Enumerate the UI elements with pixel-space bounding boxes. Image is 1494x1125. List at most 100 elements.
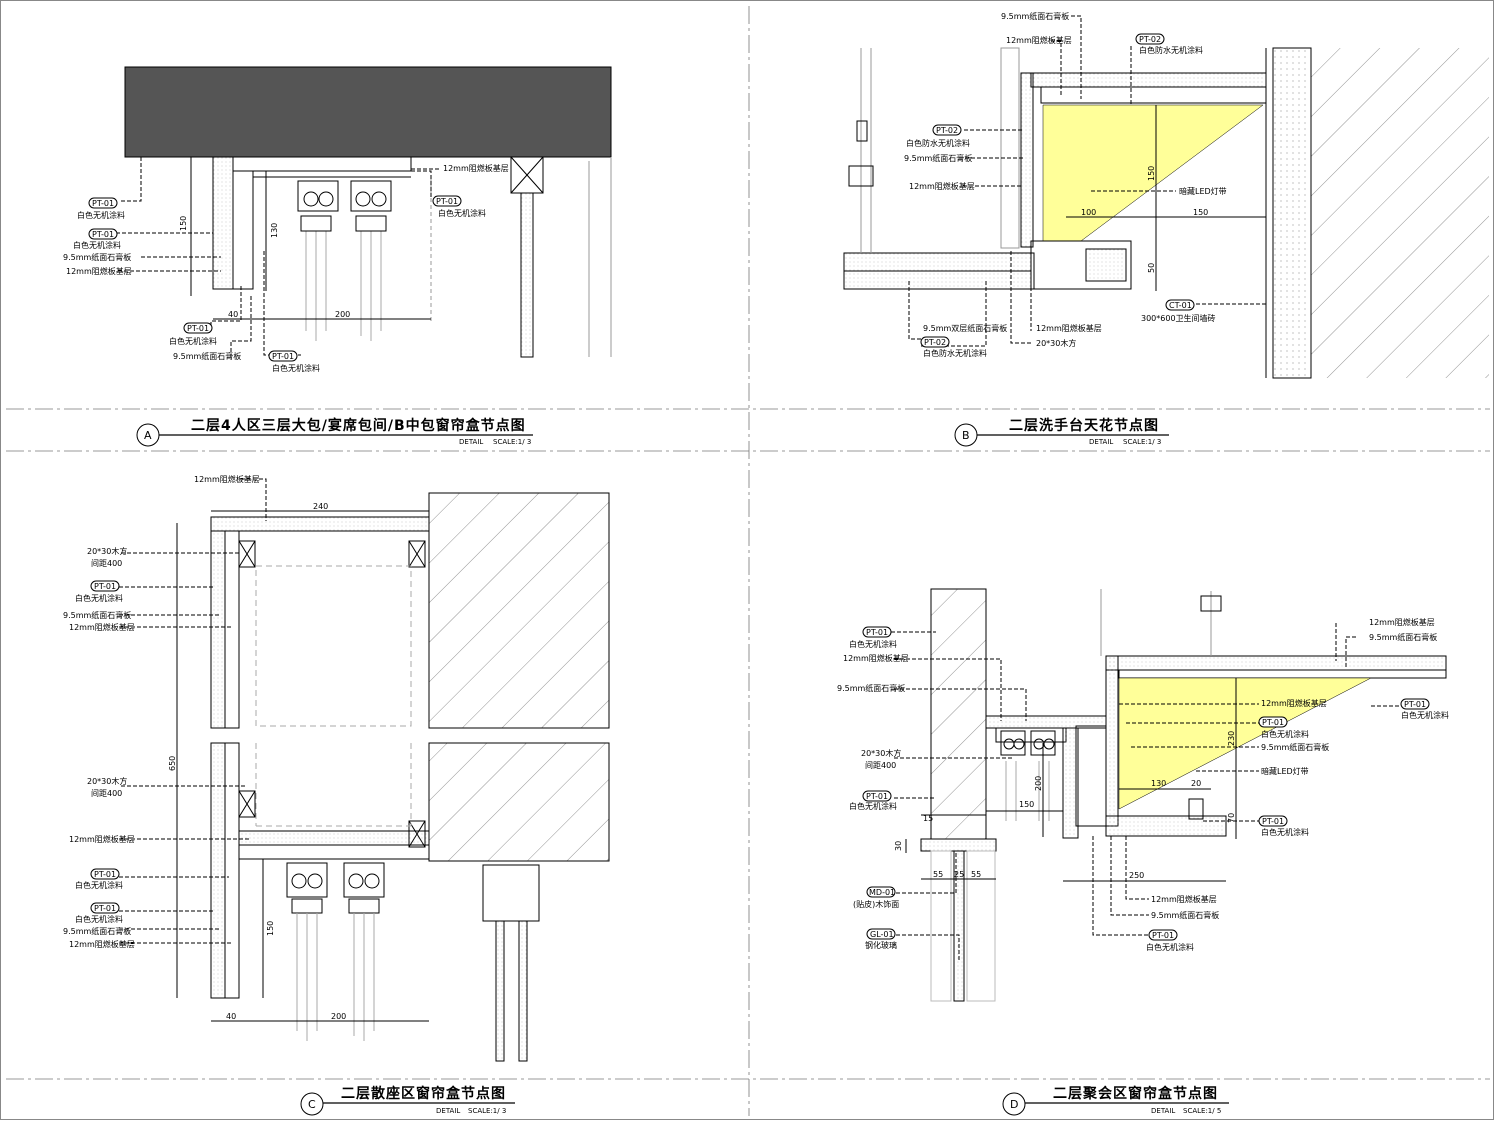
svg-text:PT-01: PT-01 xyxy=(272,352,294,361)
label-c-u4: 12mm阻燃板基层 xyxy=(69,622,135,632)
label-c-m1b: 间距400 xyxy=(91,789,122,798)
dim-b-100: 100 xyxy=(1081,208,1096,217)
panel-title-b: 二层洗手台天花节点图 xyxy=(1009,417,1159,434)
svg-text:PT-01: PT-01 xyxy=(866,792,888,801)
leaders-d xyxy=(891,623,1401,961)
svg-text:PT-02: PT-02 xyxy=(936,126,958,135)
label-b-b1: 9.5mm双层纸面石膏板 xyxy=(923,323,1007,333)
window-glass xyxy=(520,192,534,358)
panel-letter-a: A xyxy=(144,429,152,442)
svg-text:白色无机涂料: 白色无机涂料 xyxy=(849,639,897,649)
label-c-u3: 9.5mm纸面石膏板 xyxy=(63,610,131,620)
label-d-i3: 9.5mm纸面石膏板 xyxy=(1261,742,1329,752)
svg-text:白色无机涂料: 白色无机涂料 xyxy=(75,593,123,603)
callout-d-r3: PT-01 白色无机涂料 xyxy=(1400,698,1449,720)
label-d-i4: 暗藏LED灯带 xyxy=(1261,766,1309,776)
label-c-u1a: 20*30木方 xyxy=(87,546,127,556)
label-d-l4b: 间距400 xyxy=(865,761,896,770)
label-a-gypsum-2: 9.5mm纸面石膏板 xyxy=(173,351,241,361)
callout-c-u2: PT-01 白色无机涂料 xyxy=(75,580,123,603)
dim-d-230: 230 xyxy=(1227,731,1236,746)
title-block-d[interactable]: D 二层聚会区窗帘盒节点图 DETAIL SCALE:1/ 5 xyxy=(1002,1085,1229,1116)
label-d-l4a: 20*30木方 xyxy=(861,748,901,758)
callout-c-m3: PT-01 白色无机涂料 xyxy=(75,868,123,890)
svg-text:白色无机涂料: 白色无机涂料 xyxy=(849,801,897,811)
svg-text:PT-02: PT-02 xyxy=(924,338,946,347)
callout-a-l5: PT-01 白色无机涂料 xyxy=(169,322,217,346)
wall-hatch-c2 xyxy=(428,742,610,862)
curtain-track xyxy=(297,180,392,341)
window-frame-c xyxy=(482,864,540,922)
svg-text:SCALE:1/ 5: SCALE:1/ 5 xyxy=(1183,1107,1221,1115)
dim-40: 40 xyxy=(228,310,238,319)
svg-text:PT-01: PT-01 xyxy=(94,904,116,913)
panel-letter-b: B xyxy=(962,429,970,442)
dim-b-150h: 150 xyxy=(1193,208,1208,217)
dim-c-650: 650 xyxy=(168,756,177,771)
dim-d-250: 250 xyxy=(1129,871,1144,880)
svg-text:白色防水无机涂料: 白色防水无机涂料 xyxy=(923,348,987,358)
svg-text:PT-01: PT-01 xyxy=(866,628,888,637)
label-d-l2: 12mm阻燃板基层 xyxy=(843,653,909,663)
label-b-led: 暗藏LED灯带 xyxy=(1179,186,1227,196)
panel-d: 15 30 55 25 55 200 150 230 130 20 70 250 xyxy=(837,588,1449,1116)
wall-hatch-d xyxy=(930,588,987,840)
label-d-i1: 12mm阻燃板基层 xyxy=(1261,698,1327,708)
svg-text:SCALE:1/ 3: SCALE:1/ 3 xyxy=(468,1107,506,1115)
dim-130: 130 xyxy=(270,223,279,238)
callout-a-r2: PT-01 白色无机涂料 xyxy=(432,195,486,218)
dim-c-40: 40 xyxy=(226,1012,236,1021)
soffit-block xyxy=(124,66,612,158)
dim-d-150: 150 xyxy=(1019,800,1034,809)
tile-wall xyxy=(1272,47,1312,379)
callout-b-ct: CT-01 300*600卫生间墙砖 xyxy=(1141,299,1216,323)
dim-c-200: 200 xyxy=(331,1012,346,1021)
panel-title-a: 二层4人区三层大包/宴席包间/B中包窗帘盒节点图 xyxy=(191,417,526,434)
label-a-base: 12mm阻燃板基层 xyxy=(66,266,132,276)
title-block-b[interactable]: B 二层洗手台天花节点图 DETAIL SCALE:1/ 3 xyxy=(954,417,1169,447)
svg-text:PT-01: PT-01 xyxy=(1262,718,1284,727)
svg-text:DETAIL: DETAIL xyxy=(436,1107,460,1115)
svg-text:白色无机涂料: 白色无机涂料 xyxy=(1146,942,1194,952)
label-d-l3: 9.5mm纸面石膏板 xyxy=(837,683,905,693)
svg-text:白色无机涂料: 白色无机涂料 xyxy=(75,914,123,924)
title-block-c[interactable]: C 二层散座区窗帘盒节点图 DETAIL SCALE:1/ 3 xyxy=(300,1085,515,1116)
label-c-m1a: 20*30木方 xyxy=(87,776,127,786)
panel-b: 150 100 150 50 9.5mm纸面石膏板 12mm阻燃板基层 PT-0… xyxy=(843,11,1489,447)
sheet-dividers xyxy=(6,6,1490,1116)
panel-letter-c: C xyxy=(308,1098,316,1111)
svg-text:PT-01: PT-01 xyxy=(187,324,209,333)
svg-text:白色防水无机涂料: 白色防水无机涂料 xyxy=(906,138,970,148)
dim-d-200: 200 xyxy=(1034,776,1043,791)
svg-text:CT-01: CT-01 xyxy=(1169,301,1192,310)
svg-text:DETAIL: DETAIL xyxy=(459,438,483,446)
dim-d-70: 70 xyxy=(1227,813,1236,823)
svg-text:PT-01: PT-01 xyxy=(1404,700,1426,709)
panel-title-d: 二层聚会区窗帘盒节点图 xyxy=(1053,1085,1218,1102)
svg-text:白色无机涂料: 白色无机涂料 xyxy=(272,363,320,373)
callout-d-i5: PT-01 白色无机涂料 xyxy=(1258,815,1309,837)
callout-a-l1: PT-01 白色无机涂料 xyxy=(77,197,125,220)
callout-c-m4: PT-01 白色无机涂料 xyxy=(75,902,123,924)
svg-text:PT-01: PT-01 xyxy=(436,197,458,206)
svg-text:MD-01: MD-01 xyxy=(869,888,895,897)
panel-title-c: 二层散座区窗帘盒节点图 xyxy=(341,1085,506,1102)
wall-hatch xyxy=(1311,48,1489,378)
glass-d xyxy=(953,850,965,1002)
svg-text:SCALE:1/ 3: SCALE:1/ 3 xyxy=(1123,438,1161,446)
label-b-l2: 9.5mm纸面石膏板 xyxy=(904,153,972,163)
svg-text:白色无机涂料: 白色无机涂料 xyxy=(1261,827,1309,837)
label-b-t2: 12mm阻燃板基层 xyxy=(1006,35,1072,45)
title-block-a[interactable]: A 二层4人区三层大包/宴席包间/B中包窗帘盒节点图 DETAIL SCALE:… xyxy=(136,417,533,447)
label-b-t1: 9.5mm纸面石膏板 xyxy=(1001,11,1069,21)
dim-d-55a: 55 xyxy=(933,870,943,879)
panel-a: 150 130 40 200 PT-01 白色无机涂料 PT-01 白色无机涂料 xyxy=(63,66,612,447)
dim-d-20: 20 xyxy=(1191,779,1201,788)
label-d-b2: 9.5mm纸面石膏板 xyxy=(1151,910,1219,920)
svg-text:白色无机涂料: 白色无机涂料 xyxy=(438,208,486,218)
led-cove-light-d xyxy=(1118,677,1372,810)
svg-text:白色防水无机涂料: 白色防水无机涂料 xyxy=(1139,45,1203,55)
callout-d-l1: PT-01 白色无机涂料 xyxy=(849,626,897,649)
svg-text:白色无机涂料: 白色无机涂料 xyxy=(77,210,125,220)
dim-d-30: 30 xyxy=(894,841,903,851)
